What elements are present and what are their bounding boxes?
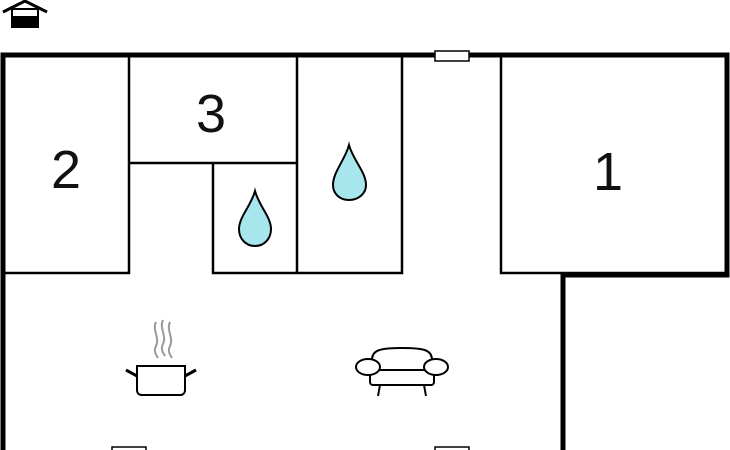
window-icon [434, 50, 470, 62]
window-bottom-right [434, 446, 470, 450]
window-bottom-left [111, 446, 147, 450]
sofa-icon [355, 346, 449, 397]
house-icon [2, 0, 48, 28]
interior-walls [3, 55, 727, 275]
outer-walls [0, 52, 730, 450]
cooking-pot-icon [125, 319, 197, 396]
room-label-3: 3 [196, 84, 226, 144]
water-drop-icon [237, 187, 273, 248]
room-label-1: 1 [593, 142, 623, 202]
water-drop-icon [331, 141, 368, 202]
room-label-2: 2 [51, 140, 81, 200]
